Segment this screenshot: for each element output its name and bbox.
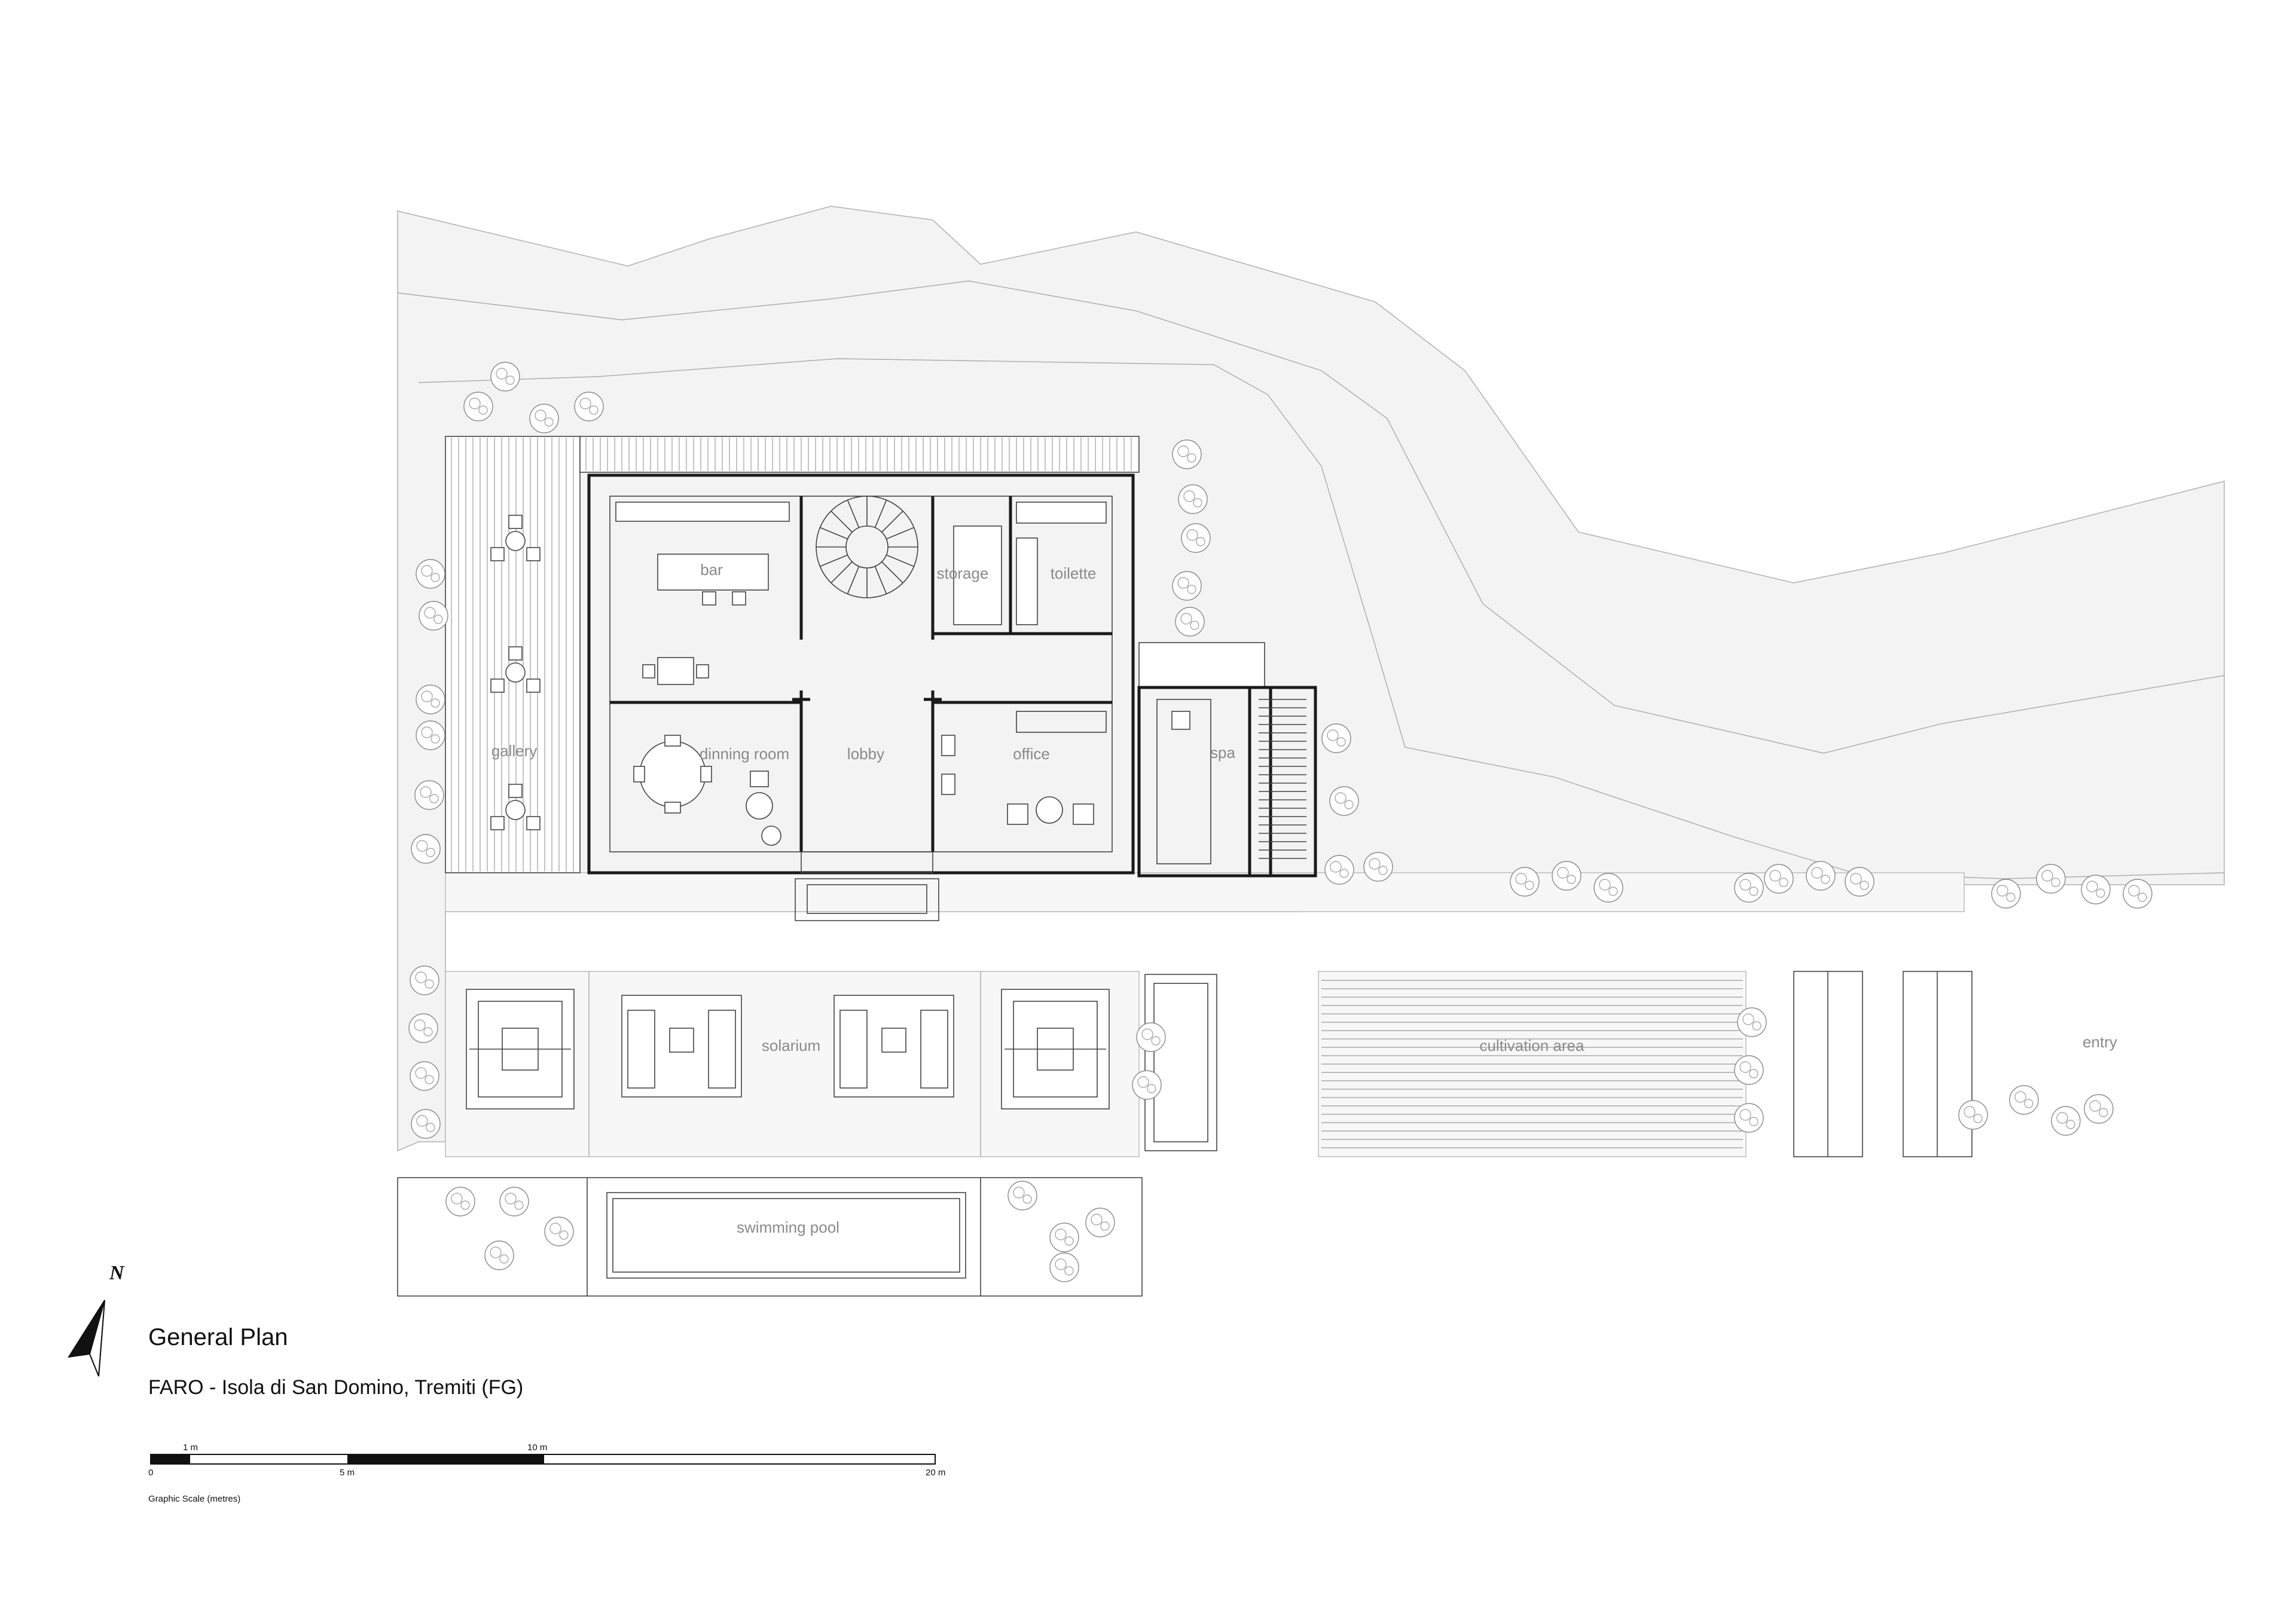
north-arrow: N	[67, 1262, 125, 1377]
office-furniture	[941, 711, 1107, 825]
graphic-scale: 1 m 10 m 0 5 m 20 m Graphic Scale (metre…	[148, 1442, 945, 1504]
room-label-office: office	[1013, 745, 1050, 763]
entry-area	[1793, 971, 1973, 1157]
north-arrow-label: N	[109, 1262, 125, 1284]
spiral-stair	[816, 496, 918, 598]
gallery-decking	[445, 436, 1140, 873]
room-label-spa: spa	[1210, 744, 1235, 762]
cultivation-area	[1318, 971, 1747, 1157]
dining-furniture	[633, 735, 781, 846]
room-label-storage: storage	[937, 564, 989, 582]
room-label-dinning-room: dinning room	[700, 745, 789, 763]
room-label-toilette: toilette	[1051, 564, 1097, 582]
room-label-solarium: solarium	[762, 1037, 820, 1055]
room-label-cultivation-area: cultivation area	[1480, 1037, 1584, 1055]
room-label-gallery: gallery	[491, 742, 538, 760]
terrace-paving	[445, 872, 1965, 912]
spa-building	[1137, 642, 1317, 878]
room-label-swimming-pool: swimming pool	[737, 1218, 839, 1236]
gallery-chairs	[490, 515, 541, 830]
plan-title: General Plan	[148, 1324, 288, 1350]
main-building	[587, 473, 1135, 921]
scale-tick-5m: 5 m	[340, 1468, 355, 1478]
solarium-area	[445, 971, 1217, 1157]
scale-tick-0: 0	[148, 1468, 153, 1478]
scale-caption: Graphic Scale (metres)	[148, 1494, 240, 1504]
pool-zone	[397, 1177, 1143, 1297]
room-label-bar: bar	[700, 561, 723, 579]
room-label-lobby: lobby	[847, 745, 884, 763]
plan-subtitle: FARO - Isola di San Domino, Tremiti (FG)	[148, 1376, 523, 1399]
toilette-fixtures	[953, 502, 1107, 625]
scale-tick-1m: 1 m	[183, 1442, 198, 1453]
scale-tick-20m: 20 m	[926, 1468, 945, 1478]
bar-furniture	[615, 502, 790, 685]
trees	[408, 362, 2152, 1282]
scale-tick-10m: 10 m	[527, 1442, 547, 1453]
terrain-contour-1	[397, 280, 2225, 754]
room-label-entry: entry	[2083, 1033, 2117, 1051]
